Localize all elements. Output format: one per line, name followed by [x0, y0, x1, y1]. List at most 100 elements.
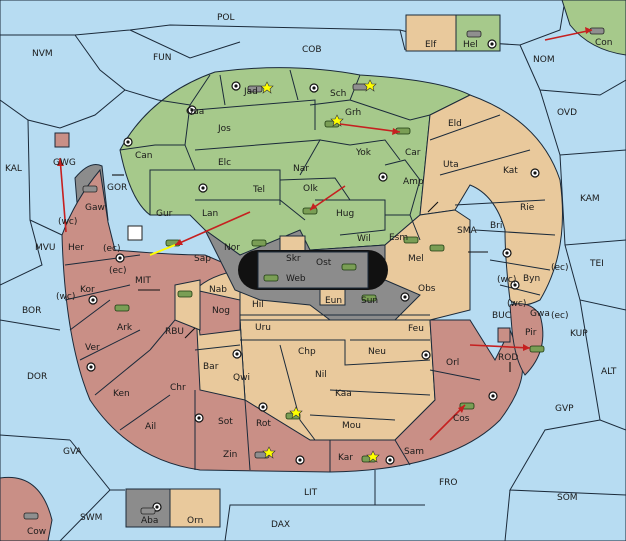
army-icon-ark[interactable] — [114, 304, 130, 312]
army-icon-pir[interactable] — [529, 345, 545, 353]
label-wc4: (wc) — [507, 299, 526, 309]
supply-center — [378, 172, 388, 182]
label-chp: Chp — [298, 347, 316, 357]
label-gor: GOR — [107, 183, 127, 193]
supply-center — [86, 362, 96, 372]
star-icon — [363, 79, 377, 92]
fleet-icon-gaw[interactable] — [82, 185, 98, 193]
label-gwa: Gwa — [530, 309, 550, 319]
army-icon-hug[interactable] — [302, 207, 318, 215]
supply-center — [488, 391, 498, 401]
army-icon-esm[interactable] — [403, 236, 419, 244]
label-rot: Rot — [256, 419, 271, 429]
label-mel: Mel — [408, 254, 424, 264]
fleet-icon-aba[interactable] — [140, 507, 156, 515]
label-wc2: (wc) — [497, 275, 516, 285]
label-orl: Orl — [446, 358, 459, 368]
label-elf: Elf — [425, 40, 437, 50]
connector — [184, 327, 196, 339]
supply-center — [231, 81, 241, 91]
marker-box-gor — [127, 225, 143, 241]
arrowhead — [458, 405, 465, 413]
label-ovd: OVD — [557, 108, 577, 118]
region-cow[interactable] — [0, 476, 53, 541]
arrowhead — [392, 128, 400, 135]
label-kam: KAM — [580, 194, 600, 204]
army-icon-sun[interactable] — [361, 294, 377, 302]
label-lan: Lan — [202, 209, 218, 219]
supply-center — [400, 292, 410, 302]
order-arrow — [544, 29, 593, 41]
label-rod: ROD — [498, 353, 518, 363]
label-bor: BOR — [22, 306, 41, 316]
supply-center — [115, 253, 125, 263]
fleet-icon-hel[interactable] — [466, 30, 482, 38]
order-arrow — [59, 157, 67, 233]
label-ail: Ail — [145, 422, 156, 432]
marker-box-buc — [497, 327, 511, 343]
label-lit: LIT — [304, 488, 318, 498]
label-kaa: Kaa — [335, 389, 352, 399]
label-wc: (wc) — [58, 217, 77, 227]
order-arrows — [57, 27, 593, 441]
order-arrow — [339, 123, 401, 133]
label-ec: (ec) — [103, 244, 121, 254]
label-ec2: (ec) — [551, 263, 569, 273]
region-elf[interactable] — [405, 14, 457, 52]
label-sma: SMA — [457, 226, 477, 236]
army-icon-nor[interactable] — [251, 239, 267, 247]
label-sam: Sam — [404, 447, 424, 457]
label-pol: POL — [217, 13, 235, 23]
fleet-icon-con[interactable] — [589, 27, 605, 35]
center-borders — [240, 314, 431, 441]
star-icon — [366, 450, 380, 463]
order-arrow — [309, 185, 346, 211]
label-bri: Bri — [490, 221, 502, 231]
label-ver: Ver — [85, 343, 100, 353]
label-nor: Nor — [224, 243, 240, 253]
label-fro: FRO — [439, 478, 458, 488]
label-nab: Nab — [209, 285, 227, 295]
label-som: SOM — [557, 493, 578, 503]
label-rbu: RBU — [165, 327, 184, 337]
supply-center — [309, 83, 319, 93]
label-neu: Neu — [368, 347, 386, 357]
supply-center — [88, 295, 98, 305]
label-hel: Hel — [463, 40, 478, 50]
supply-center — [187, 105, 197, 115]
supply-center — [258, 402, 268, 412]
landmass-tan-east — [419, 94, 563, 306]
label-elc: Elc — [218, 158, 231, 168]
label-nar: Nar — [293, 164, 309, 174]
label-jos: Jos — [217, 124, 231, 134]
army-icon-web[interactable] — [263, 274, 279, 282]
label-rie: Rie — [520, 203, 535, 213]
army-icon-mel[interactable] — [429, 244, 445, 252]
supply-centers — [86, 39, 540, 512]
label-ark: Ark — [117, 323, 133, 333]
army-icon-ost[interactable] — [341, 263, 357, 271]
label-con: Con — [595, 38, 613, 48]
label-tel: Tel — [252, 185, 265, 195]
label-yok: Yok — [355, 148, 372, 158]
label-kor: Kor — [80, 285, 95, 295]
label-uta: Uta — [443, 160, 459, 170]
label-grh: Grh — [345, 108, 361, 118]
label-hil: Hil — [252, 300, 264, 310]
label-ken: Ken — [113, 389, 130, 399]
label-chr: Chr — [170, 383, 186, 393]
label-pir: Pir — [525, 328, 537, 338]
landmass-red — [61, 168, 523, 473]
label-nil: Nil — [315, 370, 327, 380]
unit-marker-gwg[interactable] — [54, 132, 70, 148]
army-icon-nab[interactable] — [177, 290, 193, 298]
label-ec3: (ec) — [109, 266, 127, 276]
region-orn[interactable] — [169, 488, 221, 528]
support-line — [149, 244, 176, 256]
label-mvu: MVU — [35, 243, 56, 253]
label-nom: NOM — [533, 55, 555, 65]
fleet-icon-cow[interactable] — [23, 512, 39, 520]
label-gvp: GVP — [555, 404, 574, 414]
fleet-icon-jad[interactable] — [247, 85, 263, 93]
